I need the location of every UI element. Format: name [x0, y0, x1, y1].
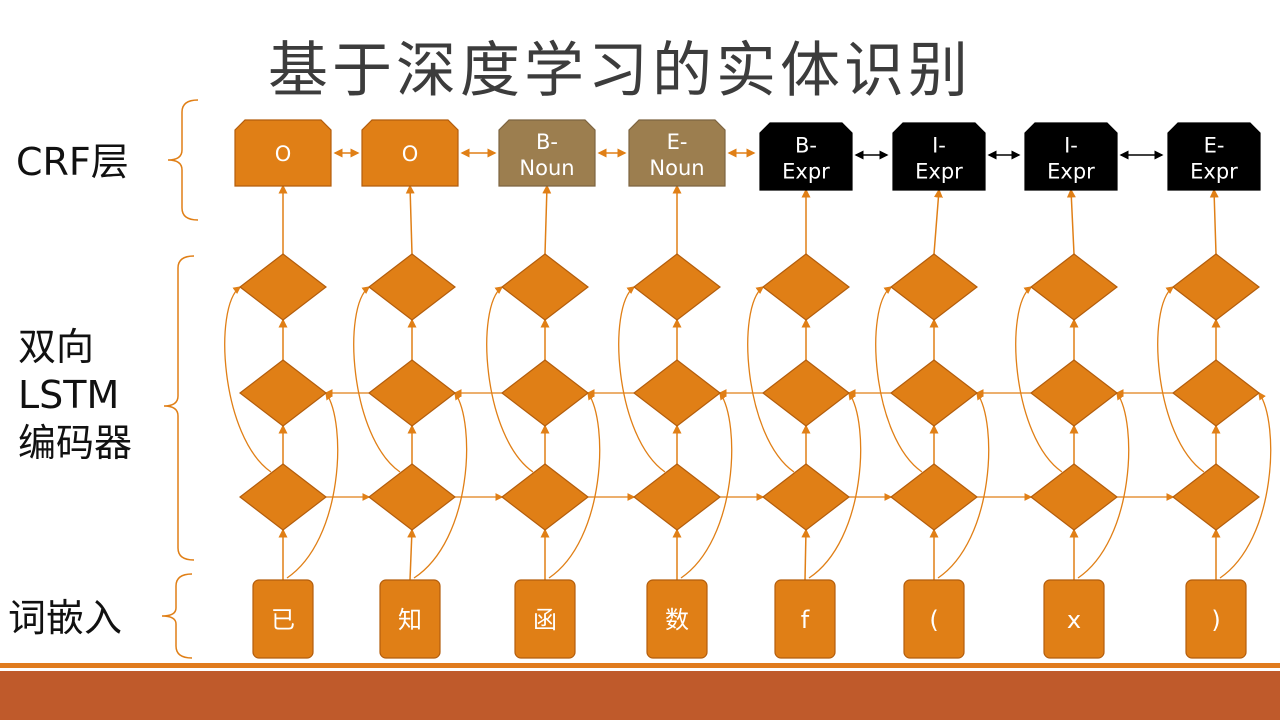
embedding-box — [514, 579, 576, 659]
embedding-box — [774, 579, 836, 659]
arrow-output-to-crf — [1066, 188, 1076, 255]
arrow-embed-skip-to-backward — [1219, 391, 1272, 579]
crf-tag-label: Noun — [649, 156, 704, 180]
embedding-box — [379, 579, 441, 659]
crf-tag-box — [628, 119, 726, 187]
embedding-token: ( — [929, 606, 938, 634]
crf-tag-label: O — [275, 142, 292, 166]
arrow-output-to-crf — [542, 184, 552, 255]
embed-brace — [161, 573, 193, 659]
backward-lstm-cell — [1030, 359, 1118, 427]
output-diamond — [1172, 253, 1260, 321]
crf-tag-label: Expr — [915, 160, 963, 184]
arrow-forward-skip-to-output — [875, 286, 923, 473]
crf-tag-label: Noun — [519, 156, 574, 180]
embedding-box — [1043, 579, 1105, 659]
arrow-embed-skip-to-backward — [286, 391, 339, 579]
output-diamond — [633, 253, 721, 321]
backward-lstm-cell — [239, 359, 327, 427]
embedding-token: 函 — [533, 606, 557, 634]
crf-tag-label: B- — [536, 130, 558, 154]
word-embedding-label: 词嵌入 — [8, 596, 123, 640]
crf-tag-label: Expr — [1047, 160, 1095, 184]
crf-tag-box — [1167, 122, 1261, 191]
crf-tag-label: Expr — [782, 160, 830, 184]
crf-tag-label: O — [402, 142, 419, 166]
arrow-embed-skip-to-backward — [808, 391, 862, 579]
crf-tag-box — [892, 122, 986, 191]
output-diamond — [762, 253, 850, 321]
backward-lstm-cell — [368, 359, 456, 427]
crf-tag-box — [361, 119, 459, 187]
crf-tag-label: E- — [667, 130, 688, 154]
output-diamond — [368, 253, 456, 321]
arrow-forward-skip-to-output — [486, 286, 534, 473]
backward-lstm-cell — [633, 359, 721, 427]
arrow-forward-skip-to-output — [353, 286, 401, 473]
forward-lstm-cell — [1172, 463, 1260, 531]
arrow-embed-skip-to-backward — [680, 391, 733, 579]
output-diamond — [890, 253, 978, 321]
arrow-embed-to-forward — [801, 528, 811, 581]
forward-lstm-cell — [762, 463, 850, 531]
crf-tag-label: I- — [1064, 134, 1078, 158]
output-diamond — [1030, 253, 1118, 321]
footer-accent-line — [0, 663, 1280, 668]
crf-tag-label: Expr — [1190, 160, 1238, 184]
arrow-output-to-crf — [405, 184, 415, 255]
crf-layer-label: CRF层 — [16, 140, 129, 184]
forward-lstm-cell — [501, 463, 589, 531]
forward-lstm-cell — [633, 463, 721, 531]
bilstm-encoder-label: 双向 LSTM 编码器 — [18, 325, 133, 465]
forward-lstm-cell — [239, 463, 327, 531]
backward-lstm-cell — [1172, 359, 1260, 427]
crf-brace — [167, 99, 199, 221]
forward-lstm-cell — [890, 463, 978, 531]
crf-tag-label: I- — [932, 134, 946, 158]
braces — [161, 99, 199, 659]
embedding-box — [1185, 579, 1247, 659]
arrow-embed-to-forward — [407, 528, 417, 581]
arrow-forward-skip-to-output — [1157, 286, 1205, 473]
slide-title: 基于深度学习的实体识别 — [268, 36, 972, 106]
embedding-token: 数 — [665, 606, 689, 634]
output-diamond — [501, 253, 589, 321]
embedding-box — [646, 579, 708, 659]
arrow-embed-skip-to-backward — [548, 391, 601, 579]
arrow-forward-skip-to-output — [747, 286, 795, 473]
arrow-forward-skip-to-output — [224, 286, 272, 473]
lstm-brace — [163, 255, 195, 561]
crf-tag-box — [234, 119, 332, 187]
embedding-box — [903, 579, 965, 659]
crf-tag-box — [498, 119, 596, 187]
embedding-token: f — [801, 606, 810, 634]
arrow-forward-skip-to-output — [618, 286, 666, 473]
forward-lstm-cell — [1030, 463, 1118, 531]
crf-tag-label: E- — [1204, 134, 1225, 158]
embedding-token: ) — [1211, 606, 1220, 634]
backward-lstm-cell — [890, 359, 978, 427]
embedding-token: 知 — [398, 606, 422, 634]
backward-lstm-cell — [501, 359, 589, 427]
footer-bar — [0, 671, 1280, 720]
arrow-output-to-crf — [1209, 188, 1219, 255]
arrow-embed-skip-to-backward — [1077, 391, 1130, 579]
embedding-token: 已 — [271, 606, 295, 634]
output-diamond — [239, 253, 327, 321]
forward-lstm-cell — [368, 463, 456, 531]
backward-lstm-cell — [762, 359, 850, 427]
arrow-embed-skip-to-backward — [413, 391, 468, 579]
arrow-forward-skip-to-output — [1015, 286, 1063, 473]
arrow-embed-skip-to-backward — [937, 391, 990, 579]
embedding-box — [252, 579, 314, 659]
crf-tag-label: B- — [795, 134, 817, 158]
crf-tag-box — [1024, 122, 1118, 191]
arrow-output-to-crf — [933, 188, 943, 255]
embedding-token: x — [1067, 606, 1081, 634]
crf-tag-box — [759, 122, 853, 191]
